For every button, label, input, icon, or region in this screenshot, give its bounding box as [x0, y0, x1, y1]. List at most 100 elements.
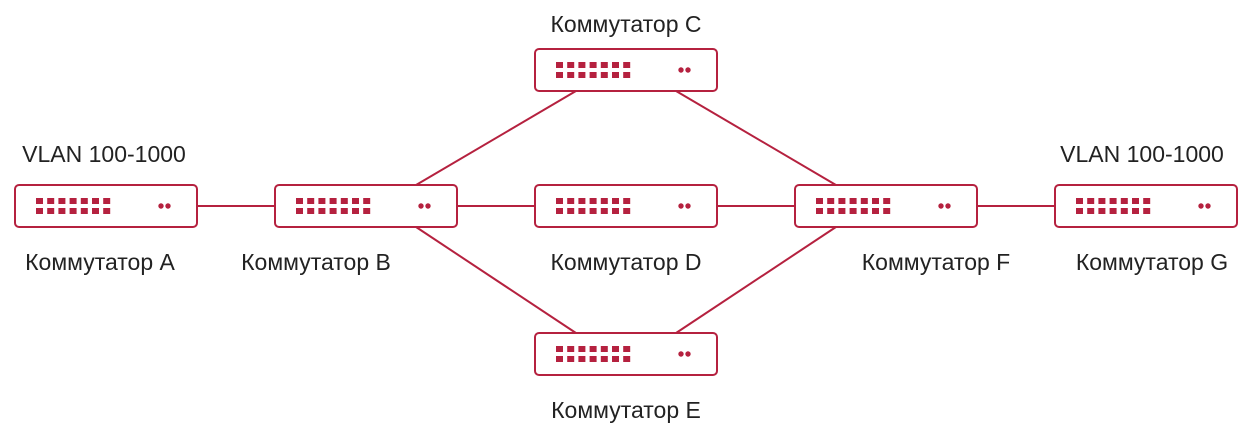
- led-icon: [685, 351, 691, 357]
- port-icon: [352, 208, 359, 214]
- port-icon: [883, 208, 891, 214]
- port-icon: [567, 72, 575, 78]
- port-icon: [600, 208, 608, 214]
- port-icon: [567, 356, 575, 362]
- port-icon: [36, 208, 43, 214]
- port-icon: [329, 198, 337, 204]
- link-c-f: [675, 90, 837, 186]
- port-icon: [363, 198, 371, 204]
- port-icon: [883, 198, 891, 204]
- port-icon: [58, 208, 66, 214]
- port-icon: [318, 208, 326, 214]
- port-icon: [340, 198, 348, 204]
- switch-label-d: Коммутатор D: [551, 249, 702, 275]
- port-icon: [340, 208, 348, 214]
- switch-g: [1054, 184, 1238, 228]
- port-icon: [589, 72, 597, 78]
- port-icon: [69, 208, 77, 214]
- port-icon: [92, 208, 99, 214]
- led-icon: [678, 351, 684, 357]
- port-icon: [838, 198, 846, 204]
- switch-d: [534, 184, 718, 228]
- port-icon: [1132, 198, 1139, 204]
- port-icon: [623, 62, 631, 68]
- port-icon: [296, 208, 303, 214]
- switch-label-c: Коммутатор C: [551, 11, 702, 37]
- led-icon: [418, 203, 424, 209]
- port-icon: [589, 62, 597, 68]
- port-icon: [612, 208, 619, 214]
- port-icon: [92, 198, 99, 204]
- switch-icon: [274, 184, 458, 228]
- port-icon: [578, 346, 586, 352]
- port-icon: [1076, 198, 1083, 204]
- port-icon: [578, 198, 586, 204]
- port-icon: [329, 208, 337, 214]
- link-b-e: [415, 226, 577, 334]
- port-icon: [567, 62, 575, 68]
- port-icon: [1143, 208, 1151, 214]
- switch-c: [534, 48, 718, 92]
- port-icon: [103, 198, 111, 204]
- port-icon: [1109, 198, 1117, 204]
- port-icon: [589, 346, 597, 352]
- port-icon: [600, 356, 608, 362]
- vlan-label-a: VLAN 100-1000: [22, 141, 186, 167]
- port-icon: [556, 356, 563, 362]
- port-icon: [36, 198, 43, 204]
- port-icon: [849, 198, 857, 204]
- port-icon: [872, 208, 879, 214]
- port-icon: [1098, 198, 1106, 204]
- port-icon: [600, 62, 608, 68]
- port-icon: [1098, 208, 1106, 214]
- port-icon: [80, 208, 88, 214]
- switch-icon: [534, 48, 718, 92]
- port-icon: [363, 208, 371, 214]
- port-icon: [1076, 208, 1083, 214]
- port-icon: [556, 346, 563, 352]
- port-icon: [612, 62, 619, 68]
- port-icon: [589, 356, 597, 362]
- switch-icon: [14, 184, 198, 228]
- port-icon: [860, 208, 868, 214]
- port-icon: [816, 208, 823, 214]
- port-icon: [58, 198, 66, 204]
- switch-icon: [534, 332, 718, 376]
- led-icon: [425, 203, 431, 209]
- port-icon: [307, 208, 315, 214]
- switch-label-b: Коммутатор B: [241, 249, 391, 275]
- port-icon: [556, 72, 563, 78]
- port-icon: [47, 208, 55, 214]
- port-icon: [567, 198, 575, 204]
- port-icon: [612, 72, 619, 78]
- link-b-c: [415, 90, 577, 186]
- links-layer: [197, 90, 1055, 334]
- switches-layer: [14, 48, 1238, 376]
- switch-label-g: Коммутатор G: [1076, 249, 1228, 275]
- switch-a: [14, 184, 198, 228]
- port-icon: [578, 72, 586, 78]
- port-icon: [47, 198, 55, 204]
- switch-label-f: Коммутатор F: [862, 249, 1010, 275]
- port-icon: [1087, 198, 1095, 204]
- port-icon: [623, 208, 631, 214]
- port-icon: [600, 198, 608, 204]
- port-icon: [589, 198, 597, 204]
- led-icon: [685, 203, 691, 209]
- port-icon: [589, 208, 597, 214]
- port-icon: [556, 208, 563, 214]
- led-icon: [945, 203, 951, 209]
- port-icon: [612, 198, 619, 204]
- switch-icon: [1054, 184, 1238, 228]
- vlan-label-g: VLAN 100-1000: [1060, 141, 1224, 167]
- switch-e: [534, 332, 718, 376]
- port-icon: [600, 72, 608, 78]
- port-icon: [103, 208, 111, 214]
- port-icon: [860, 198, 868, 204]
- port-icon: [352, 198, 359, 204]
- switch-label-e: Коммутатор E: [551, 397, 701, 423]
- port-icon: [1109, 208, 1117, 214]
- switch-f: [794, 184, 978, 228]
- led-icon: [165, 203, 171, 209]
- port-icon: [612, 346, 619, 352]
